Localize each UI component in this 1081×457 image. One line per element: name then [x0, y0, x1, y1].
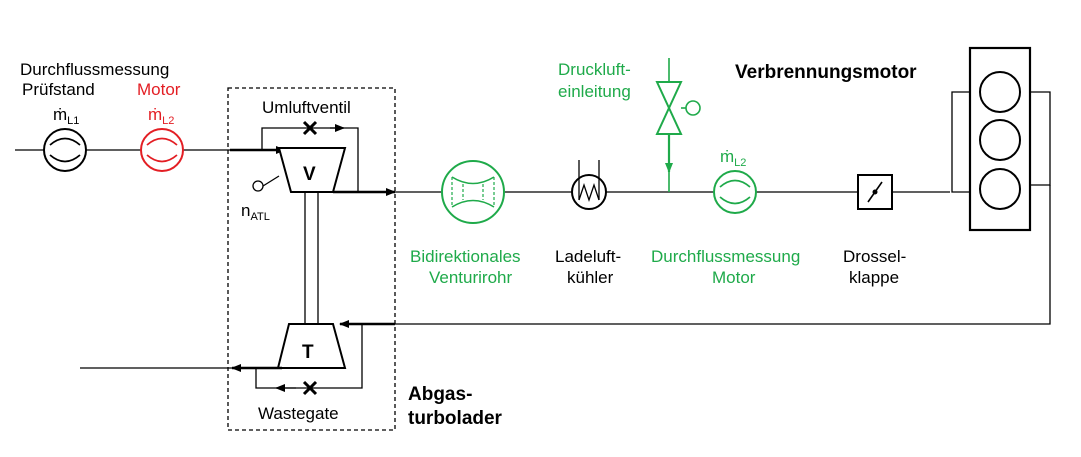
compressor: V — [277, 147, 347, 193]
flow-meter-engine-label-2: Motor — [712, 268, 756, 287]
flow-meter-test-bench-icon — [43, 128, 87, 172]
wastegate-label: Wastegate — [258, 404, 339, 423]
throttle-label-2: klappe — [849, 268, 899, 287]
flow-meter-engine-red-icon — [140, 128, 184, 172]
exhaust-pipe — [395, 185, 1051, 325]
turbocharger-boundary — [227, 87, 396, 431]
intercooler-icon — [571, 160, 607, 210]
intercooler-label-2: kühler — [567, 268, 614, 287]
venturi-label-2: Venturirohr — [429, 268, 512, 287]
mdot-l2-green-symbol: ṁL2 — [720, 147, 746, 169]
turbine: T — [276, 323, 347, 369]
turbo-shaft — [304, 192, 319, 324]
test-bench-label: Prüfstand — [22, 80, 95, 99]
turbine-label: T — [302, 342, 314, 363]
venturi-tube-icon — [441, 160, 505, 224]
compressed-air-label-2: einleitung — [558, 82, 631, 101]
wastegate-loop — [255, 324, 363, 396]
bypass-valve-loop — [261, 120, 359, 192]
compressor-label: V — [303, 164, 316, 185]
turbo-speed-symbol: nATL — [241, 201, 270, 223]
flow-meter-title: Durchflussmessung — [20, 60, 169, 79]
throttle-label-1: Drossel- — [843, 247, 906, 266]
compressed-air-valve-icon — [655, 58, 701, 192]
flow-meter-engine-icon — [713, 170, 757, 214]
turbocharger-label-2: turbolader — [408, 408, 503, 429]
engine-label-red: Motor — [137, 80, 181, 99]
mdot-l2-red-symbol: ṁL2 — [148, 105, 174, 127]
bypass-valve-label: Umluftventil — [262, 98, 351, 117]
engine-icon — [951, 46, 1051, 232]
mdot-l1-symbol: ṁL1 — [53, 105, 79, 127]
compressed-air-label-1: Druckluft- — [558, 60, 631, 79]
speed-sensor-icon — [252, 175, 280, 192]
flow-meter-engine-label-1: Durchflussmessung — [651, 247, 800, 266]
venturi-label-1: Bidirektionales — [410, 247, 521, 266]
turbocharger-label-1: Abgas- — [408, 384, 472, 405]
throttle-icon — [857, 174, 893, 210]
engine-title: Verbrennungsmotor — [735, 62, 917, 83]
intercooler-label-1: Ladeluft- — [555, 247, 621, 266]
